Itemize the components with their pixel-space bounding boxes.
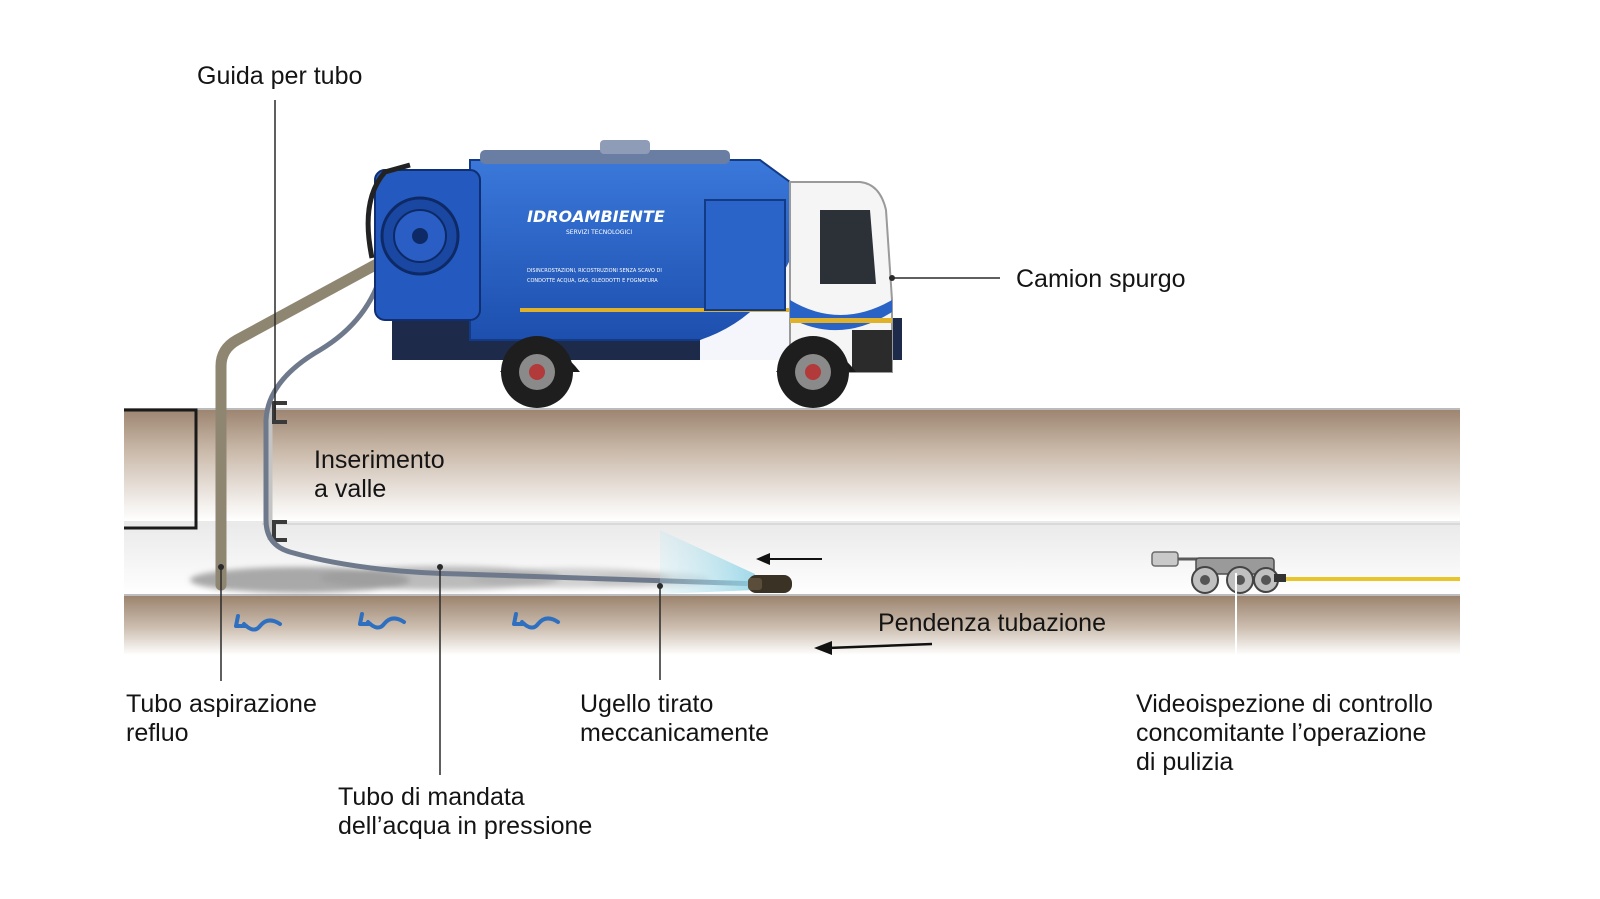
suction-hose bbox=[215, 252, 394, 591]
flow-arrow-icon bbox=[234, 614, 282, 632]
upper-soil-band bbox=[124, 408, 1460, 521]
leader-lines bbox=[220, 100, 1237, 775]
truck-brand: IDROAMBIENTE bbox=[527, 207, 665, 226]
flow-arrow-icon bbox=[512, 612, 560, 630]
label-camion-spurgo: Camion spurgo bbox=[1016, 265, 1186, 293]
pressure-hose bbox=[263, 265, 763, 587]
truck-tagline: SERVIZI TECNOLOGICI bbox=[566, 229, 632, 236]
nozzle bbox=[748, 575, 792, 593]
vacuum-truck: IDROAMBIENTE SERVIZI TECNOLOGICI DISINCR… bbox=[365, 140, 902, 408]
label-videoispezione: Videoispezione di controllo concomitante… bbox=[1136, 690, 1433, 776]
label-inserimento-a-valle: Inserimento a valle bbox=[314, 446, 445, 503]
inspection-camera-robot bbox=[1151, 551, 1286, 594]
direction-arrow-icon bbox=[814, 641, 933, 655]
label-tubo-mandata: Tubo di mandata dell’acqua in pressione bbox=[338, 783, 593, 840]
lower-soil-band bbox=[124, 594, 1460, 655]
leader-dots bbox=[218, 275, 895, 589]
label-guida-per-tubo: Guida per tubo bbox=[197, 62, 363, 90]
truck-fine-print-2: CONDOTTE ACQUA, GAS, OLEODOTTI E FOGNATU… bbox=[527, 278, 658, 284]
direction-arrow-icon bbox=[756, 553, 822, 565]
label-ugello: Ugello tirato meccanicamente bbox=[580, 690, 769, 747]
truck-fine-print-1: DISINCROSTAZIONI, RICOSTRUZIONI SENZA SC… bbox=[527, 268, 662, 274]
manhole-bracket bbox=[124, 408, 198, 530]
label-tubo-aspirazione: Tubo aspirazione refluo bbox=[126, 690, 317, 747]
flow-arrows bbox=[234, 612, 560, 632]
flow-arrow-icon bbox=[358, 612, 406, 630]
water-jet bbox=[660, 530, 755, 594]
label-pendenza-tubazione: Pendenza tubazione bbox=[878, 609, 1106, 637]
hose-guide bbox=[267, 401, 287, 542]
